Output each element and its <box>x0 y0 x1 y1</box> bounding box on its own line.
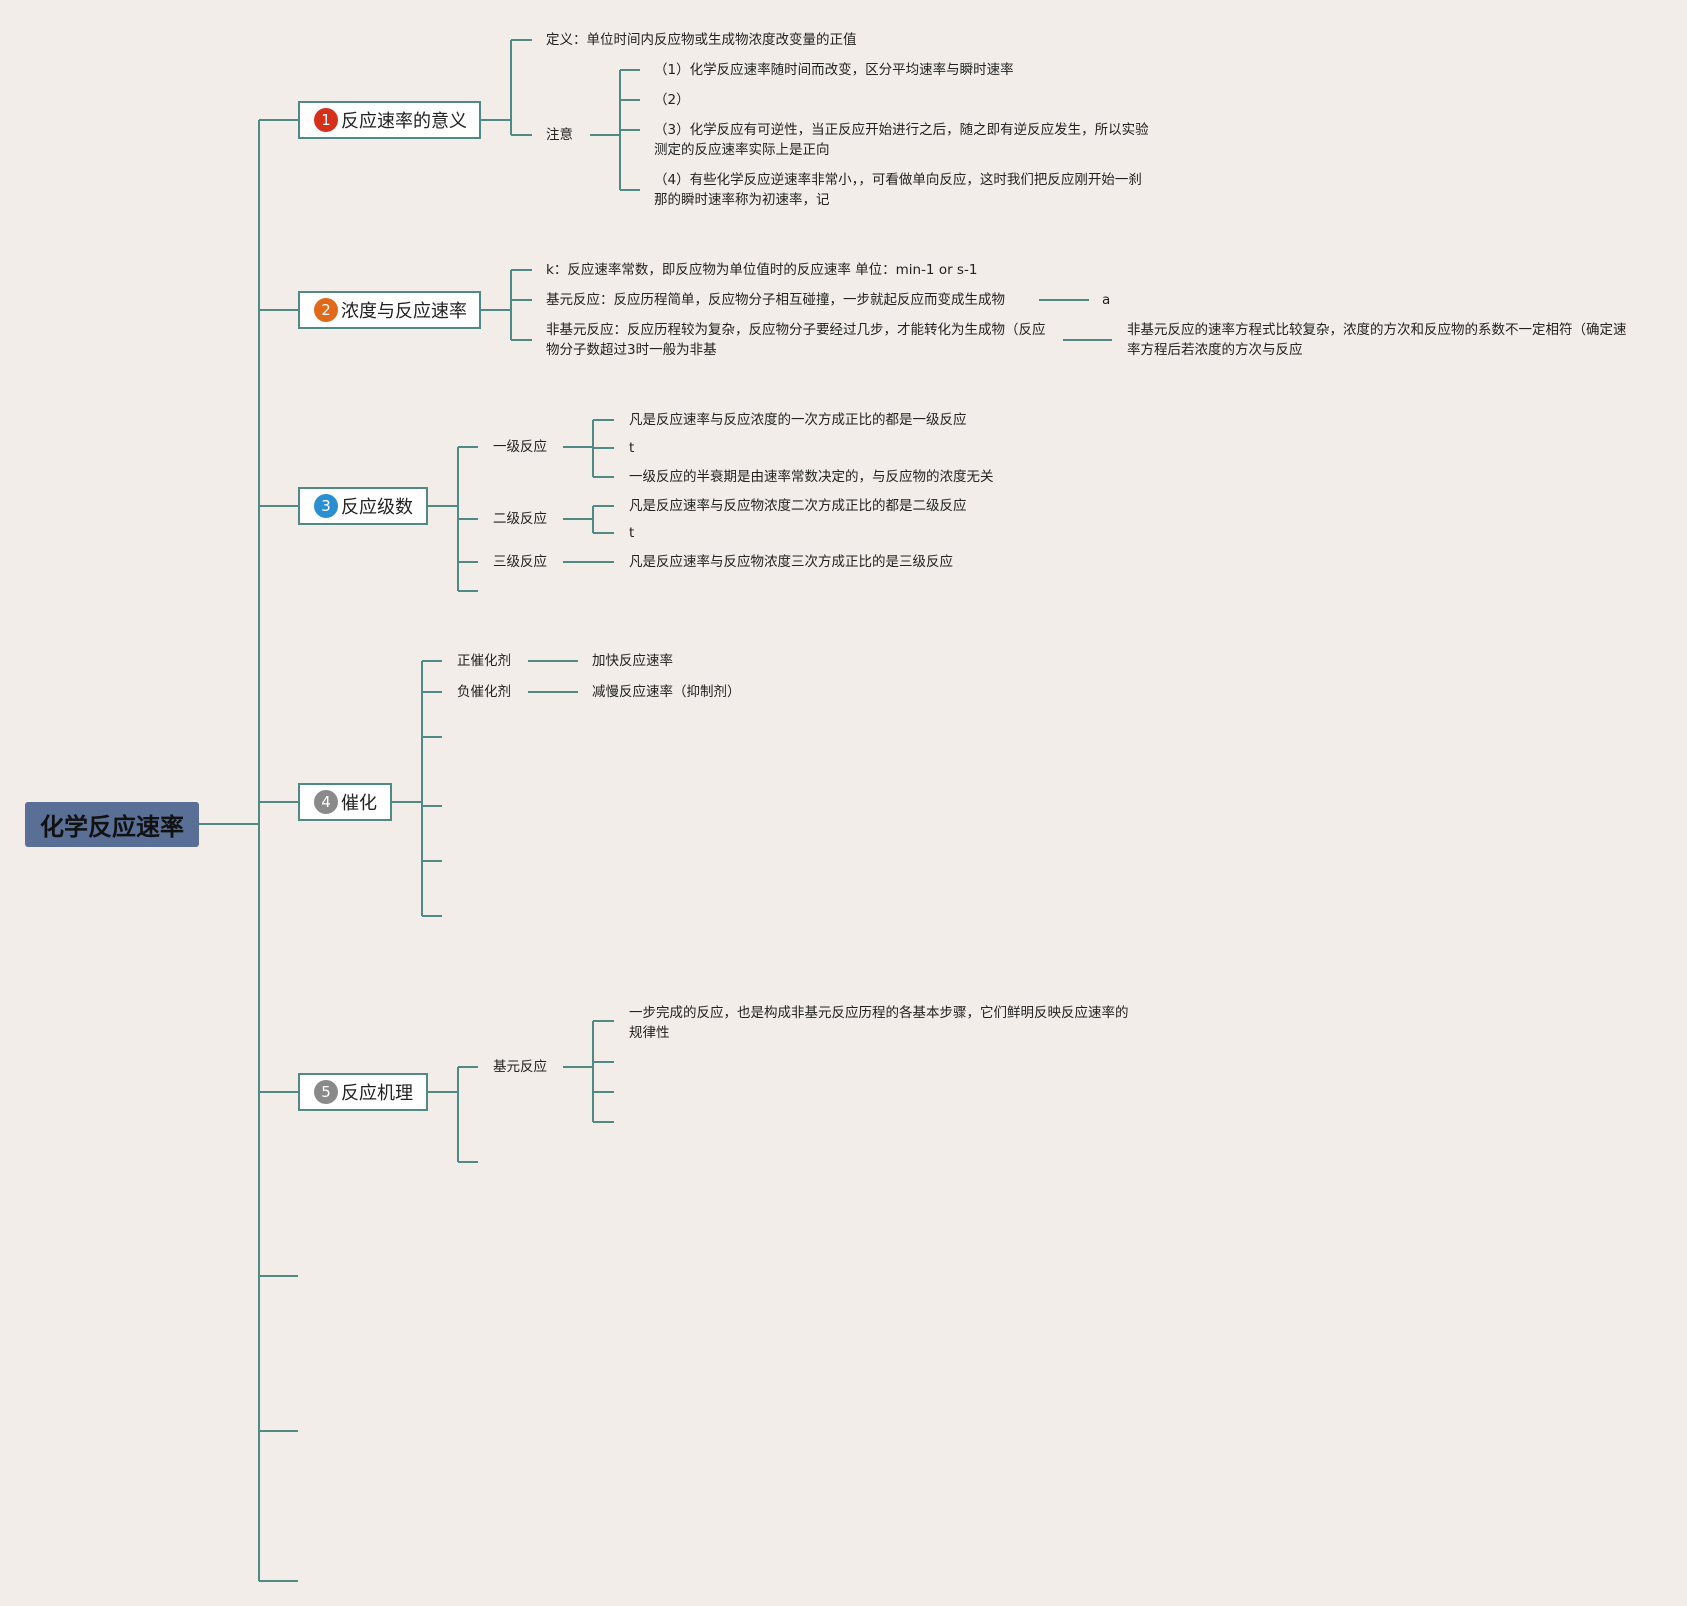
t4-negative-effect[interactable]: 减慢反应速率（抑制剂） <box>592 684 741 700</box>
t1-definition[interactable]: 定义：单位时间内反应物或生成物浓度改变量的正值 <box>546 32 857 48</box>
topic-reaction-order[interactable]: 3 反应级数 <box>298 487 428 525</box>
t1-note-2[interactable]: （2） <box>654 92 690 108</box>
root-topic[interactable]: 化学反应速率 <box>25 802 199 847</box>
topic-label: 反应机理 <box>341 1083 413 1104</box>
t2-elementary-child[interactable]: a <box>1102 292 1111 308</box>
topic-concentration-rate[interactable]: 2 浓度与反应速率 <box>298 291 481 329</box>
number-3-icon: 3 <box>314 494 338 518</box>
t2-elementary-reaction[interactable]: 基元反应：反应历程简单，反应物分子相互碰撞，一步就起反应而变成生成物 <box>546 292 1005 308</box>
topic-reaction-rate-meaning[interactable]: 1 反应速率的意义 <box>298 101 481 139</box>
t3-second-item-1[interactable]: 凡是反应速率与反应物浓度二次方成正比的都是二级反应 <box>629 498 967 514</box>
number-4-icon: 4 <box>314 790 338 814</box>
t3-second-item-2[interactable]: t <box>629 525 635 541</box>
t1-note-1[interactable]: （1）化学反应速率随时间而改变，区分平均速率与瞬时速率 <box>654 62 1014 78</box>
t3-third-item-1[interactable]: 凡是反应速率与反应物浓度三次方成正比的是三级反应 <box>629 554 953 570</box>
t1-note-label[interactable]: 注意 <box>546 127 573 143</box>
t3-first-item-3[interactable]: 一级反应的半衰期是由速率常数决定的，与反应物的浓度无关 <box>629 469 994 485</box>
t1-note-3[interactable]: （3）化学反应有可逆性，当正反应开始进行之后，随之即有逆反应发生，所以实验测定的… <box>654 122 1149 158</box>
t2-non-elementary-reaction[interactable]: 非基元反应：反应历程较为复杂，反应物分子要经过几步，才能转化为生成物（反应物分子… <box>546 322 1046 358</box>
topic-label: 催化 <box>341 793 377 814</box>
number-1-icon: 1 <box>314 108 338 132</box>
t4-negative-catalyst[interactable]: 负催化剂 <box>457 684 511 700</box>
number-2-icon: 2 <box>314 298 338 322</box>
t3-first-item-1[interactable]: 凡是反应速率与反应浓度的一次方成正比的都是一级反应 <box>629 412 967 428</box>
t3-first-order[interactable]: 一级反应 <box>493 439 547 455</box>
topic-catalysis[interactable]: 4 催化 <box>298 783 392 821</box>
topic-label: 反应级数 <box>341 497 413 518</box>
t2-non-elementary-child[interactable]: 非基元反应的速率方程式比较复杂，浓度的方次和反应物的系数不一定相符（确定速率方程… <box>1127 322 1627 358</box>
number-5-icon: 5 <box>314 1080 338 1104</box>
t4-positive-catalyst[interactable]: 正催化剂 <box>457 653 511 669</box>
root-label: 化学反应速率 <box>40 813 184 841</box>
t3-first-item-2[interactable]: t <box>629 440 635 456</box>
t5-elementary-description[interactable]: 一步完成的反应，也是构成非基元反应历程的各基本步骤，它们鲜明反映反应速率的规律性 <box>629 1005 1129 1041</box>
t4-positive-effect[interactable]: 加快反应速率 <box>592 653 673 669</box>
t2-rate-constant[interactable]: k：反应速率常数，即反应物为单位值时的反应速率 单位：min-1 or s-1 <box>546 262 978 278</box>
topic-reaction-mechanism[interactable]: 5 反应机理 <box>298 1073 428 1111</box>
topic-label: 浓度与反应速率 <box>341 301 467 322</box>
t3-third-order[interactable]: 三级反应 <box>493 554 547 570</box>
topic-label: 反应速率的意义 <box>341 111 467 132</box>
t3-second-order[interactable]: 二级反应 <box>493 511 547 527</box>
t5-elementary-reaction[interactable]: 基元反应 <box>493 1059 547 1075</box>
t1-note-4[interactable]: （4）有些化学反应逆速率非常小，，可看做单向反应，这时我们把反应刚开始一刹那的瞬… <box>654 172 1142 208</box>
